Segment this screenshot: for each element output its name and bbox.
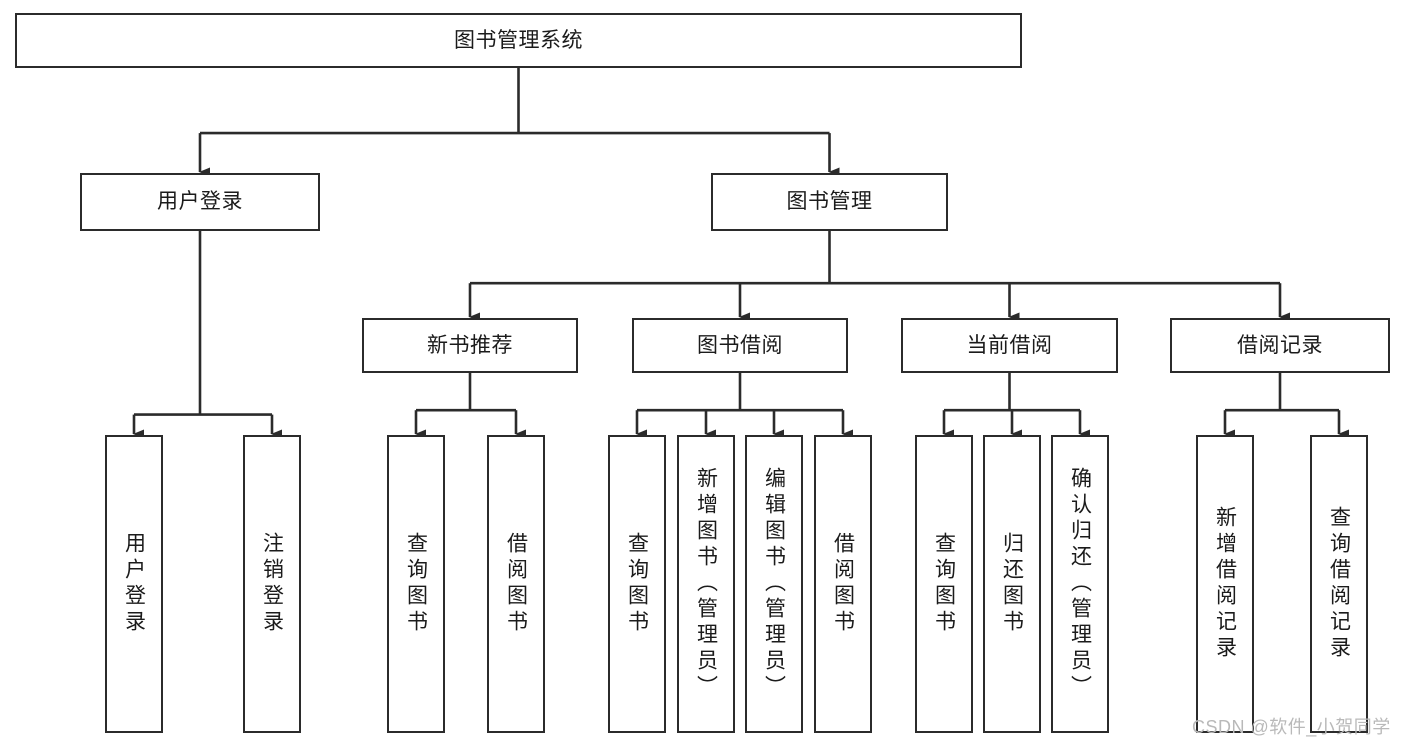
node-label: 图书管理 [786, 190, 873, 214]
node-label: 新增图书（管理员） [694, 467, 718, 701]
node-leaf-confirm-return[interactable]: 确认归还（管理员） [1051, 435, 1109, 733]
node-label: 查询图书 [625, 532, 649, 636]
node-label: 图书借阅 [697, 333, 783, 357]
node-label: 归还图书 [1000, 532, 1024, 636]
node-leaf-borrow-book-1[interactable]: 借阅图书 [487, 435, 545, 733]
node-label: 借阅图书 [504, 532, 528, 636]
node-label: 确认归还（管理员） [1068, 467, 1092, 701]
node-leaf-add-book[interactable]: 新增图书（管理员） [677, 435, 735, 733]
node-root-system[interactable]: 图书管理系统 [15, 13, 1022, 68]
node-label: 查询图书 [404, 532, 428, 636]
node-label: 借阅图书 [831, 532, 855, 636]
node-label: 用户登录 [122, 532, 146, 636]
node-borrow-record[interactable]: 借阅记录 [1170, 318, 1390, 373]
node-leaf-user-login[interactable]: 用户登录 [105, 435, 163, 733]
node-label: 用户登录 [157, 190, 243, 214]
node-leaf-return-book[interactable]: 归还图书 [983, 435, 1041, 733]
node-new-book-recommend[interactable]: 新书推荐 [362, 318, 578, 373]
node-leaf-add-record[interactable]: 新增借阅记录 [1196, 435, 1254, 733]
node-label: 注销登录 [260, 532, 284, 636]
node-label: 查询借阅记录 [1327, 506, 1351, 662]
node-label: 新增借阅记录 [1213, 506, 1237, 662]
node-user-login[interactable]: 用户登录 [80, 173, 320, 231]
node-label: 查询图书 [932, 532, 956, 636]
node-leaf-query-book-1[interactable]: 查询图书 [387, 435, 445, 733]
node-label: 借阅记录 [1237, 333, 1323, 357]
node-label: 当前借阅 [966, 333, 1053, 357]
node-leaf-edit-book[interactable]: 编辑图书（管理员） [745, 435, 803, 733]
node-book-management[interactable]: 图书管理 [711, 173, 948, 231]
node-leaf-query-record[interactable]: 查询借阅记录 [1310, 435, 1368, 733]
node-label: 新书推荐 [427, 333, 513, 357]
node-book-borrow[interactable]: 图书借阅 [632, 318, 848, 373]
node-leaf-query-book-2[interactable]: 查询图书 [608, 435, 666, 733]
node-current-borrow[interactable]: 当前借阅 [901, 318, 1118, 373]
node-label: 编辑图书（管理员） [762, 467, 786, 701]
node-leaf-logout[interactable]: 注销登录 [243, 435, 301, 733]
node-label: 图书管理系统 [454, 28, 583, 52]
node-leaf-query-book-3[interactable]: 查询图书 [915, 435, 973, 733]
node-leaf-borrow-book-2[interactable]: 借阅图书 [814, 435, 872, 733]
